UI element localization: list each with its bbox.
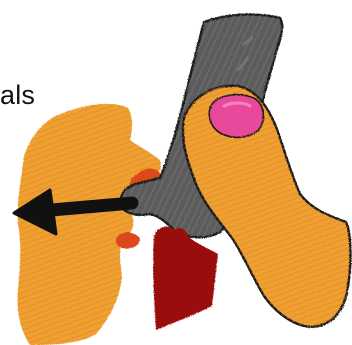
inhaler-cap-icon <box>153 227 218 330</box>
